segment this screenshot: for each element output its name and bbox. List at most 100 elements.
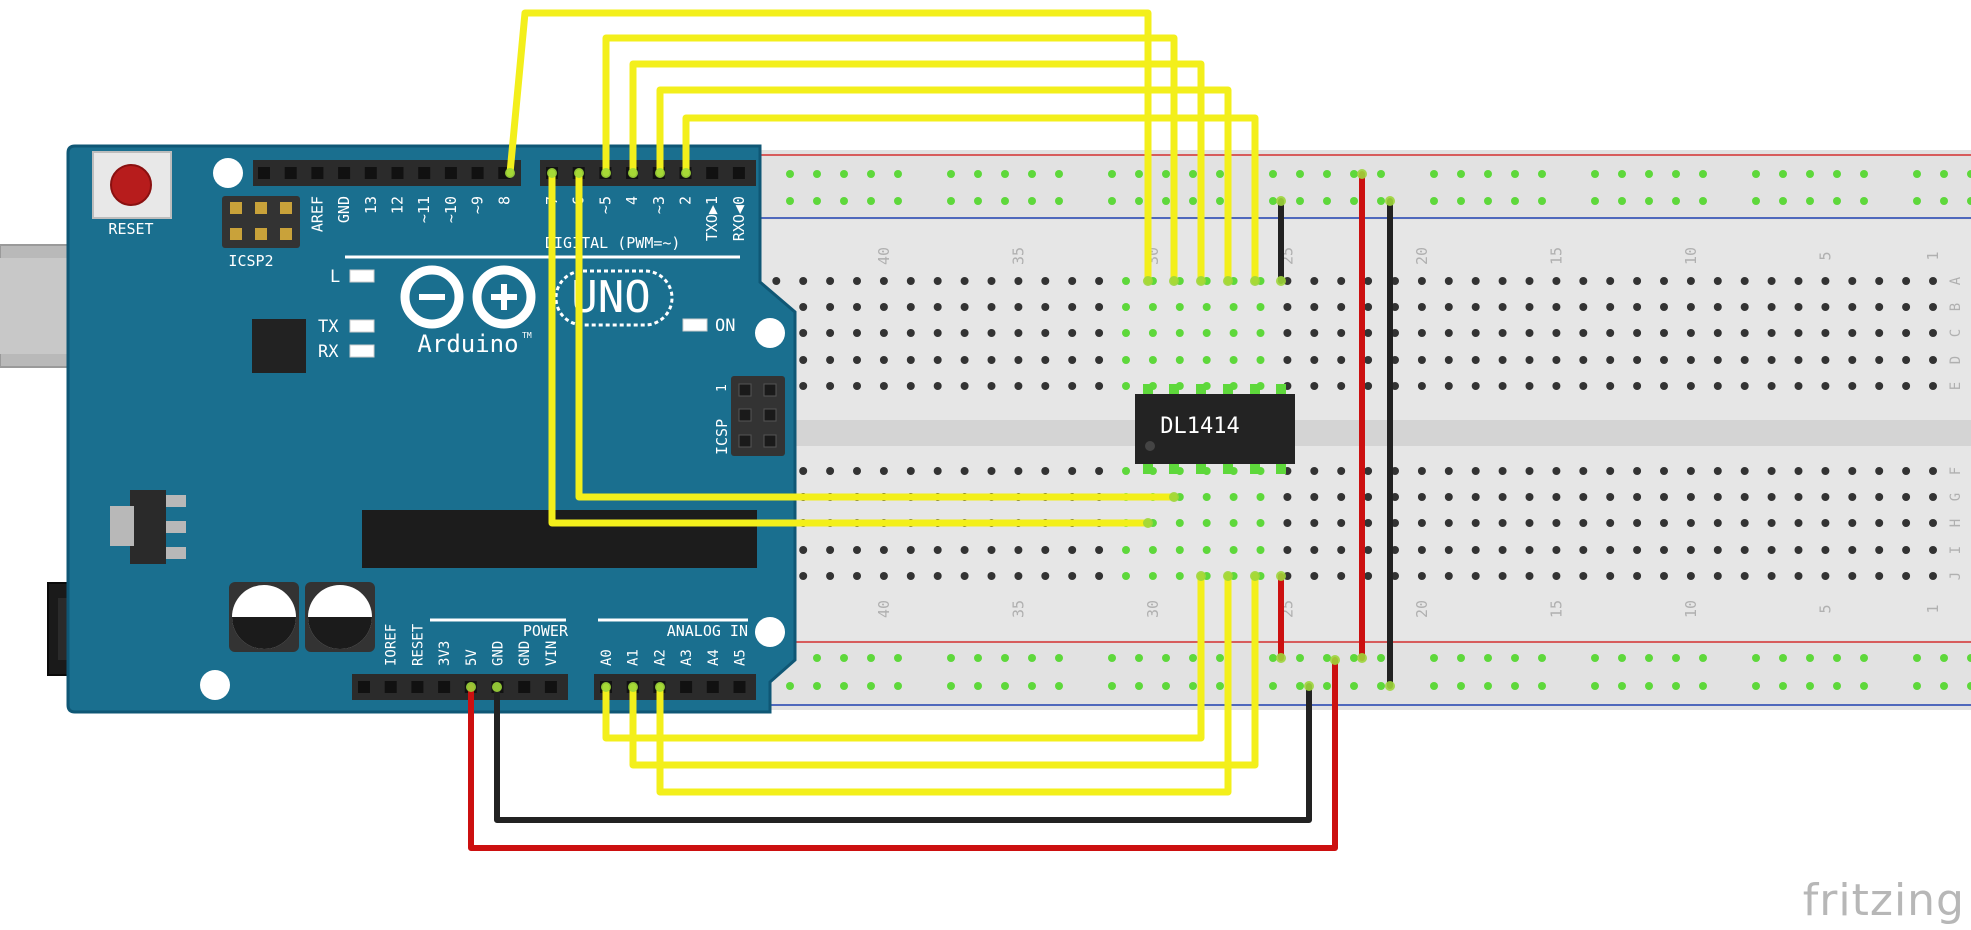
power-pin-label: 5V: [464, 649, 480, 666]
analog-pin-label: A4: [706, 649, 722, 666]
analog-pin: [680, 681, 693, 693]
breadboard-hole: [1175, 572, 1184, 580]
column-number: 5: [1816, 604, 1834, 613]
power-label: POWER: [523, 622, 569, 640]
breadboard-hole: [1848, 329, 1857, 337]
breadboard-hole: [1014, 277, 1023, 285]
breadboard-hole: [1498, 519, 1507, 527]
rail-hole: [1860, 197, 1868, 205]
column-number: 1: [1924, 251, 1942, 260]
breadboard-hole: [1068, 356, 1077, 364]
breadboard-hole: [906, 329, 915, 337]
dl1414-notch: [1145, 441, 1155, 451]
wire-end: [628, 168, 638, 178]
breadboard-hole: [1579, 519, 1588, 527]
rail-hole: [1860, 170, 1868, 178]
breadboard-hole: [1122, 329, 1130, 337]
dl1414-body: [1135, 394, 1295, 464]
wire-end: [1276, 653, 1286, 663]
breadboard-hole: [1310, 572, 1319, 580]
wires: [466, 9, 1395, 851]
rail-hole: [1028, 682, 1036, 690]
breadboard-hole: [1552, 572, 1561, 580]
rail-hole: [1269, 682, 1277, 690]
breadboard-hole: [1660, 382, 1668, 390]
rail-hole: [1323, 197, 1331, 205]
rail-hole: [1672, 170, 1680, 178]
wire-end: [1276, 571, 1286, 581]
breadboard-hole: [906, 303, 915, 311]
breadboard-hole: [1041, 277, 1050, 285]
breadboard-hole: [1740, 572, 1749, 580]
breadboard-hole: [1767, 546, 1776, 554]
digital-pin: [418, 167, 431, 179]
rail-hole: [1135, 197, 1143, 205]
breadboard-hole: [1848, 356, 1857, 364]
breadboard-hole: [1713, 303, 1722, 311]
breadboard-hole: [1606, 329, 1615, 337]
power-pin: [544, 681, 557, 693]
chip-leg: [1223, 462, 1233, 474]
rail-hole: [1833, 170, 1841, 178]
rail-hole: [894, 170, 902, 178]
breadboard-hole: [1175, 356, 1184, 364]
rail-hole: [840, 197, 848, 205]
rail-hole: [1940, 682, 1948, 690]
breadboard-hole: [1633, 546, 1642, 554]
power-pin: [358, 681, 370, 693]
rail-hole: [813, 197, 821, 205]
breadboard-hole: [987, 467, 996, 475]
rail-hole: [1752, 197, 1760, 205]
wire: [629, 572, 1259, 769]
breadboard-hole: [1283, 356, 1292, 364]
mount-hole-top: [213, 158, 243, 188]
wire-end: [655, 168, 665, 178]
breadboard-hole: [1498, 329, 1507, 337]
chip-leg: [1143, 384, 1153, 396]
column-number: 1: [1924, 604, 1942, 613]
breadboard-hole: [1740, 303, 1749, 311]
rail-hole: [1135, 170, 1143, 178]
rail-hole: [1001, 654, 1009, 662]
breadboard-hole: [1579, 467, 1588, 475]
analog-header: [594, 674, 756, 700]
breadboard-hole: [1794, 277, 1803, 285]
breadboard-hole: [1929, 356, 1937, 364]
rail-hole: [1216, 654, 1224, 662]
breadboard-hole: [853, 303, 861, 311]
digital-pin: [364, 167, 377, 179]
rail-hole: [1940, 197, 1948, 205]
breadboard-hole: [933, 546, 942, 554]
rail-hole: [1511, 197, 1519, 205]
power-pin: [438, 681, 451, 693]
breadboard-hole: [1686, 382, 1695, 390]
rail-hole: [1860, 682, 1868, 690]
breadboard-hole: [1175, 329, 1184, 337]
rail-hole: [1457, 682, 1465, 690]
mount-hole-right-top: [755, 318, 785, 348]
breadboard-hole: [1283, 329, 1292, 337]
breadboard-hole: [799, 572, 808, 580]
rail-hole: [1672, 682, 1680, 690]
rail-hole: [1833, 682, 1841, 690]
digital-label: DIGITAL (PWM=~): [545, 234, 680, 252]
breadboard-hole: [1310, 519, 1319, 527]
breadboard-hole: [1471, 546, 1480, 554]
rail-hole: [1350, 170, 1358, 178]
breadboard-hole: [853, 467, 861, 475]
breadboard-hole: [960, 356, 969, 364]
rail-hole: [1135, 654, 1143, 662]
breadboard-hole: [1337, 303, 1346, 311]
column-number: 5: [1816, 251, 1834, 260]
rail-hole: [867, 654, 875, 662]
breadboard-hole: [1202, 303, 1211, 311]
breadboard-hole: [772, 277, 781, 285]
wire-end: [655, 682, 665, 692]
breadboard-top-rail-strip: [760, 150, 1971, 220]
breadboard-hole: [1579, 572, 1588, 580]
breadboard-hole: [1902, 356, 1911, 364]
arduino-trademark: TM: [522, 331, 532, 340]
wire-end: [547, 168, 557, 178]
